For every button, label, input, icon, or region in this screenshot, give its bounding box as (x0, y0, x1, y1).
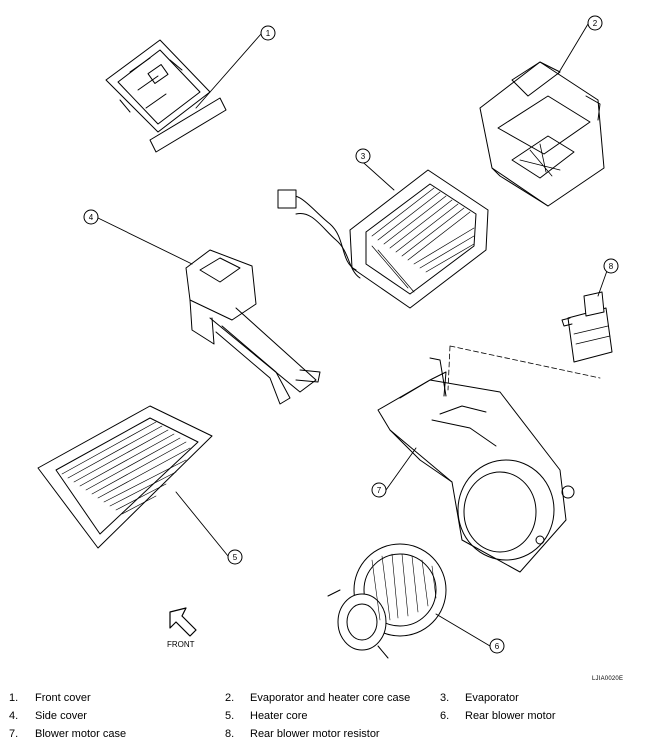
legend-label-2: Evaporator and heater core case (250, 692, 411, 704)
legend-num-6: 6. (440, 710, 450, 722)
legend-label-8: Rear blower motor resistor (250, 728, 380, 740)
callout-6: 6 (495, 642, 500, 651)
legend-num-8: 8. (225, 728, 235, 740)
legend-num-4: 4. (9, 710, 19, 722)
callout-8: 8 (609, 262, 614, 271)
front-arrow-icon (169, 607, 197, 637)
callout-1: 1 (266, 29, 271, 38)
part-front-cover (105, 39, 227, 153)
legend-num-2: 2. (225, 692, 235, 704)
part-evaporator (277, 169, 489, 309)
legend-num-5: 5. (225, 710, 235, 722)
exploded-parts-diagram: 1 2 3 4 5 6 7 8 (37, 15, 619, 659)
callout-7: 7 (377, 486, 382, 495)
legend-label-5: Heater core (250, 710, 308, 722)
front-label: FRONT (167, 640, 195, 649)
figure-code: LJIA0020E (592, 676, 624, 682)
part-side-cover (185, 249, 321, 405)
callout-circles (83, 15, 619, 654)
legend-num-1: 1. (9, 692, 19, 704)
legend-label-4: Side cover (35, 710, 87, 722)
legend-label-1: Front cover (35, 692, 91, 704)
legend-num-7: 7. (9, 728, 19, 740)
part-rear-blower-resistor (561, 291, 613, 363)
callout-2: 2 (593, 19, 598, 28)
callout-5: 5 (233, 553, 238, 562)
install-guide-line (447, 345, 601, 391)
callout-3: 3 (361, 152, 366, 161)
legend-label-3: Evaporator (465, 692, 519, 704)
part-rear-blower-motor (327, 543, 447, 659)
leader-lines (97, 23, 609, 647)
legend-num-3: 3. (440, 692, 450, 704)
callout-4: 4 (89, 213, 94, 222)
legend-label-7: Blower motor case (35, 728, 127, 740)
part-blower-motor-case (377, 357, 575, 573)
part-heater-core (37, 405, 213, 549)
legend-label-6: Rear blower motor (465, 710, 556, 722)
part-evaporator-heater-case (479, 61, 605, 207)
